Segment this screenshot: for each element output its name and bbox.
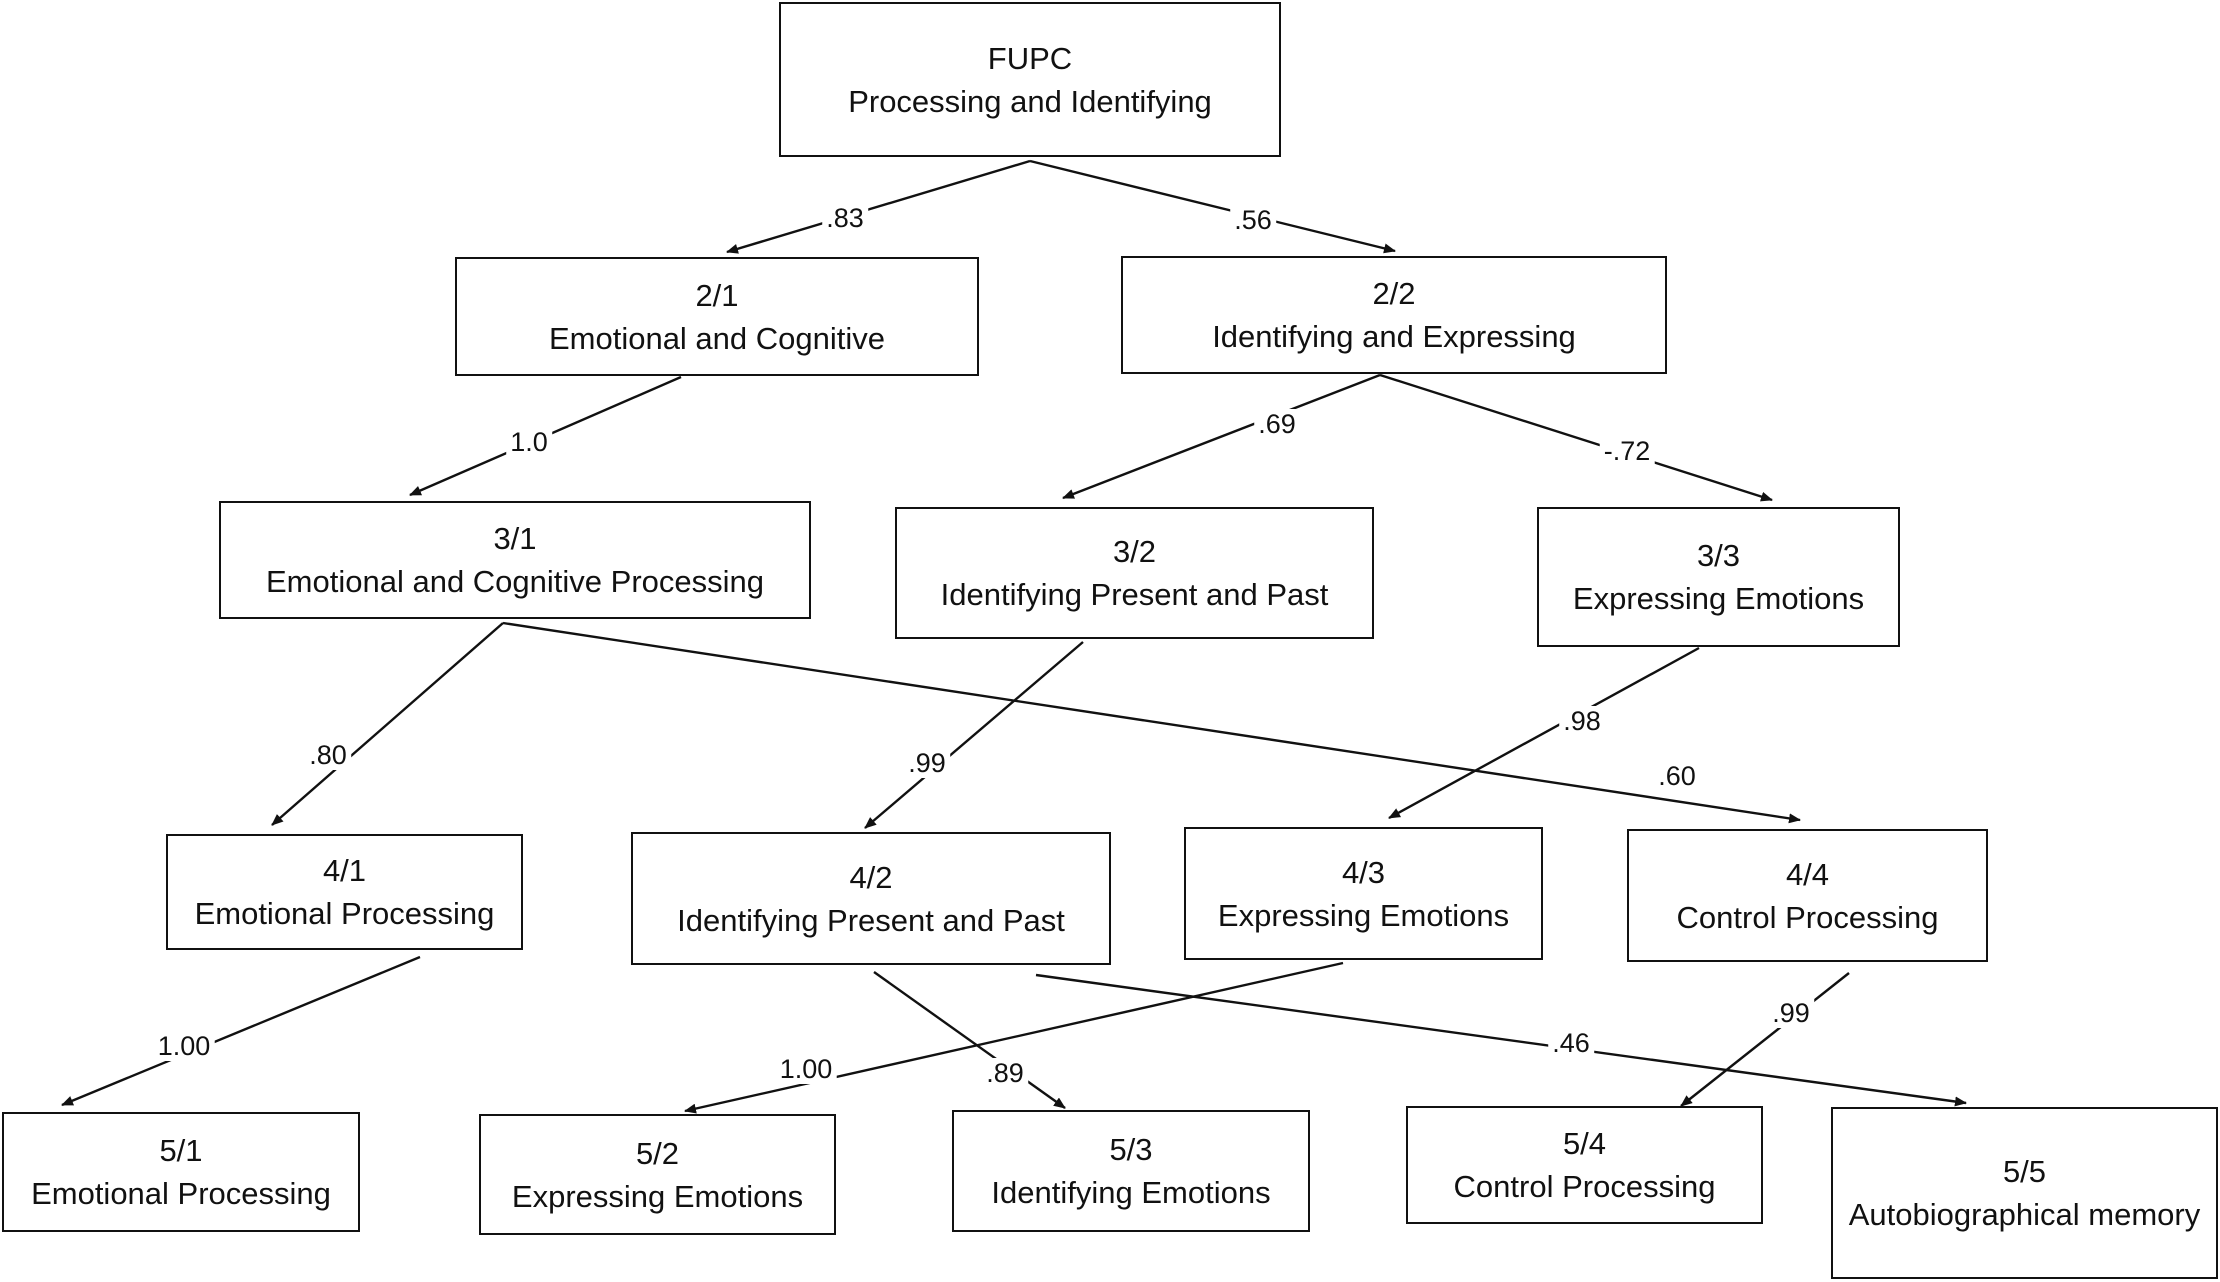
edge-weight-label: .98: [1559, 706, 1605, 736]
node-code: 4/1: [322, 853, 367, 888]
node-title: Expressing Emotions: [511, 1178, 804, 1214]
node-title: Identifying Present and Past: [940, 577, 1329, 612]
node-code: 3/1: [493, 521, 537, 556]
node-title: Control Processing: [1676, 899, 1939, 935]
edge-weight-label: .69: [1254, 409, 1300, 439]
edge-weight-label: .83: [822, 203, 868, 233]
edge-n31-to-n44: [502, 621, 1801, 824]
node-title: Identifying Present and Past: [677, 902, 1065, 938]
node-code: 4/2: [849, 859, 893, 895]
node-code: 5/1: [159, 1133, 203, 1168]
node-code: 2/1: [695, 277, 739, 313]
node-title: Expressing Emotions: [1572, 581, 1865, 616]
node-code: 5/5: [2002, 1154, 2047, 1189]
edge-n22-to-n33: [1379, 373, 1773, 502]
edge-weight-label: .80: [305, 740, 351, 770]
edge-n43-to-n52: [684, 961, 1344, 1114]
edge-weight-label: .99: [1768, 998, 1814, 1028]
node-code: 5/2: [635, 1135, 680, 1171]
edge-weight-label: .99: [904, 748, 950, 778]
node-title: Expressing Emotions: [1217, 897, 1510, 933]
edge-weight-label: -.72: [1599, 436, 1655, 466]
node-code: 3/2: [1112, 534, 1157, 569]
edge-weight-label: .60: [1654, 761, 1700, 791]
node-code: 4/3: [1341, 854, 1386, 890]
node-fupc: FUPC Processing and Identifying: [779, 2, 1281, 157]
edge-n42-to-n53: [873, 971, 1066, 1109]
node-title: Emotional and Cognitive: [548, 320, 886, 356]
edge-n44-to-n54: [1680, 972, 1850, 1107]
edge-n42-to-n55: [1035, 973, 1967, 1107]
node-title: Processing and Identifying: [848, 83, 1212, 119]
node-title: Identifying and Expressing: [1212, 319, 1576, 354]
edge-weight-label: .46: [1548, 1028, 1594, 1058]
edge-n32-to-n42: [864, 641, 1084, 829]
node-code: 3/3: [1696, 538, 1741, 573]
edge-fupc-to-n21: [726, 159, 1031, 254]
edge-fupc-to-n22: [1029, 159, 1396, 254]
node-title: Emotional Processing: [31, 1176, 331, 1211]
node-title: Identifying Emotions: [991, 1175, 1271, 1210]
edge-n31-to-n41: [271, 622, 504, 826]
node-title: Emotional and Cognitive Processing: [266, 564, 764, 599]
edge-weight-label: 1.0: [506, 427, 552, 457]
edge-n41-to-n51: [61, 955, 421, 1107]
edge-weight-label: 1.00: [153, 1031, 215, 1061]
node-title: Control Processing: [1453, 1169, 1716, 1204]
edge-weight-label: .56: [1230, 205, 1276, 235]
edge-n22-to-n32: [1062, 373, 1381, 500]
node-code: 2/2: [1372, 276, 1416, 311]
node-code: 5/3: [1109, 1132, 1153, 1167]
node-code: 5/4: [1562, 1126, 1607, 1161]
node-code: FUPC: [987, 40, 1073, 76]
edge-weight-label: .89: [982, 1058, 1028, 1088]
node-code: 4/4: [1785, 856, 1830, 892]
node-title: Autobiographical memory: [1848, 1197, 2201, 1232]
edge-weight-label: 1.00: [775, 1054, 837, 1084]
edge-n33-to-n43: [1388, 646, 1700, 820]
node-title: Emotional Processing: [194, 896, 495, 931]
